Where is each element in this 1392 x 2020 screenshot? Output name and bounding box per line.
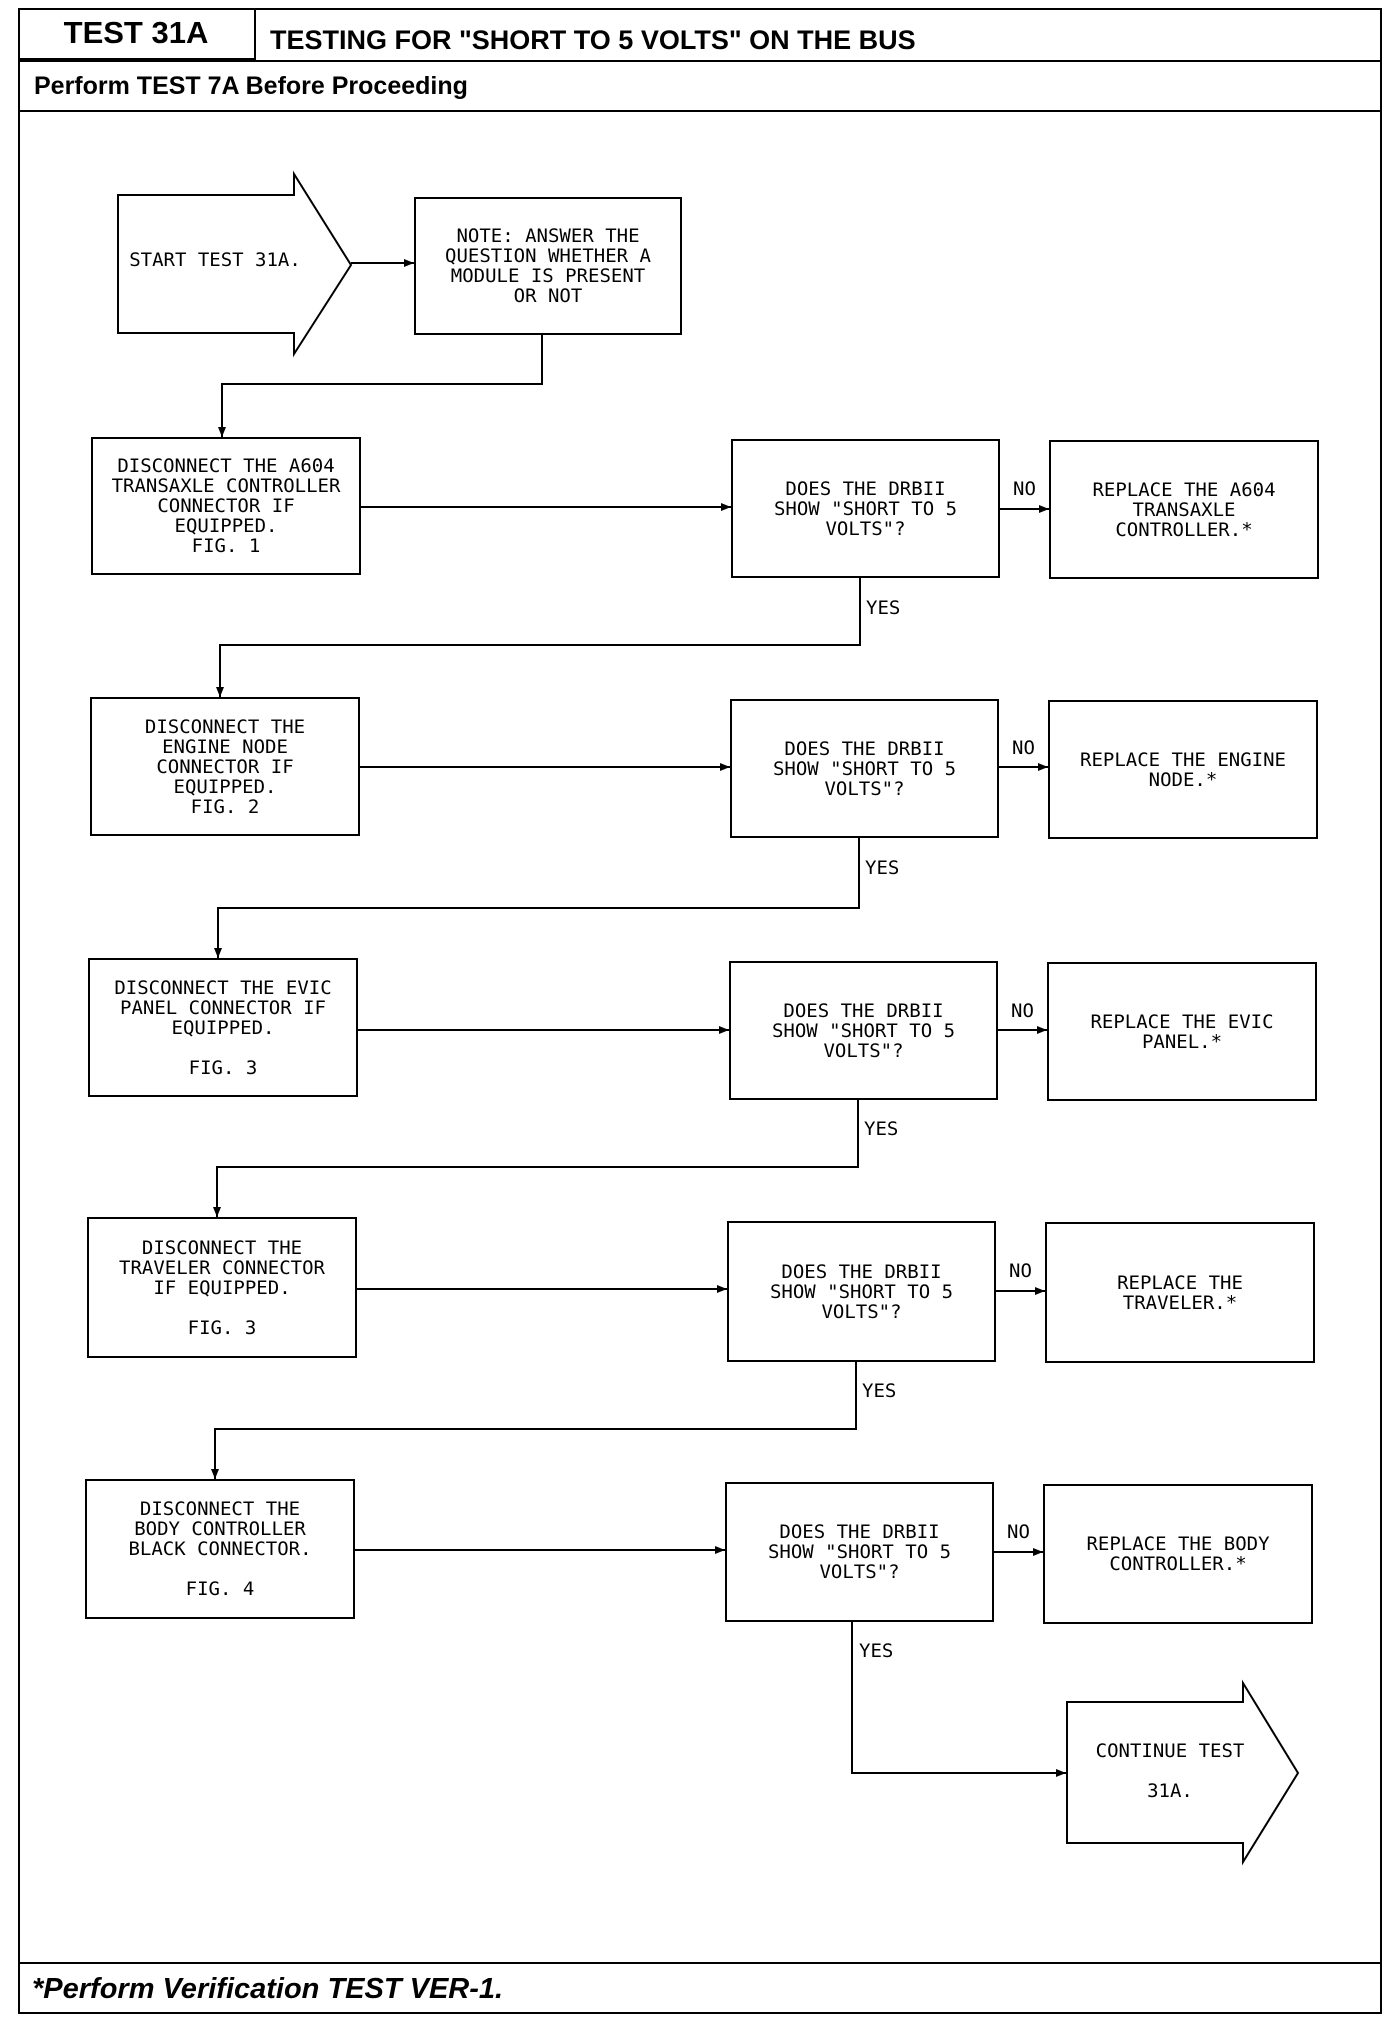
connector-question2-yes bbox=[214, 838, 860, 958]
action-box-2: DISCONNECT THE ENGINE NODE CONNECTOR IF … bbox=[90, 697, 360, 836]
result-box-3: REPLACE THE EVIC PANEL.* bbox=[1047, 962, 1317, 1101]
question-box-1: DOES THE DRBII SHOW "SHORT TO 5 VOLTS"? bbox=[731, 439, 1000, 578]
result-box-4: REPLACE THE TRAVELER.* bbox=[1045, 1222, 1315, 1363]
yes-label-4: YES bbox=[862, 1380, 897, 1402]
action-box-5: DISCONNECT THE BODY CONTROLLER BLACK CON… bbox=[85, 1479, 355, 1619]
action-box-3: DISCONNECT THE EVIC PANEL CONNECTOR IF E… bbox=[88, 958, 358, 1097]
question-box-3: DOES THE DRBII SHOW "SHORT TO 5 VOLTS"? bbox=[729, 961, 998, 1100]
connector-question1-yes bbox=[216, 578, 861, 697]
no-label-5: NO bbox=[1007, 1521, 1030, 1543]
result-box-2: REPLACE THE ENGINE NODE.* bbox=[1048, 700, 1318, 839]
yes-label-2: YES bbox=[865, 857, 900, 879]
action-box-4: DISCONNECT THE TRAVELER CONNECTOR IF EQU… bbox=[87, 1217, 357, 1358]
connector-question3-yes bbox=[213, 1100, 859, 1217]
connector-question5-yes bbox=[851, 1622, 1066, 1777]
no-label-3: NO bbox=[1011, 1000, 1034, 1022]
start-arrow-shape bbox=[117, 170, 353, 358]
no-label-2: NO bbox=[1012, 737, 1035, 759]
end-label: CONTINUE TEST 31A. bbox=[1095, 1740, 1245, 1802]
result-box-5: REPLACE THE BODY CONTROLLER.* bbox=[1043, 1484, 1313, 1624]
start-label: START TEST 31A. bbox=[129, 249, 301, 271]
question-box-2: DOES THE DRBII SHOW "SHORT TO 5 VOLTS"? bbox=[730, 699, 999, 838]
yes-label-3: YES bbox=[864, 1118, 899, 1140]
test-id-label: TEST 31A bbox=[18, 8, 256, 60]
verification-footnote: *Perform Verification TEST VER-1. bbox=[18, 1962, 1382, 2014]
question-box-4: DOES THE DRBII SHOW "SHORT TO 5 VOLTS"? bbox=[727, 1221, 996, 1362]
prerequisite-note: Perform TEST 7A Before Proceeding bbox=[18, 60, 1382, 112]
no-label-1: NO bbox=[1013, 478, 1036, 500]
yes-label-1: YES bbox=[866, 597, 901, 619]
page-frame bbox=[18, 8, 1382, 2014]
yes-label-5: YES bbox=[859, 1640, 894, 1662]
action-box-1: DISCONNECT THE A604 TRANSAXLE CONTROLLER… bbox=[91, 437, 361, 575]
no-label-4: NO bbox=[1009, 1260, 1032, 1282]
note-box: NOTE: ANSWER THE QUESTION WHETHER A MODU… bbox=[414, 197, 682, 335]
question-box-5: DOES THE DRBII SHOW "SHORT TO 5 VOLTS"? bbox=[725, 1482, 994, 1622]
end-arrow-shape bbox=[1066, 1679, 1300, 1866]
result-box-1: REPLACE THE A604 TRANSAXLE CONTROLLER.* bbox=[1049, 440, 1319, 579]
connector-note-step1 bbox=[218, 335, 543, 437]
connector-question4-yes bbox=[211, 1362, 857, 1479]
page-title: TESTING FOR "SHORT TO 5 VOLTS" ON THE BU… bbox=[270, 24, 916, 55]
